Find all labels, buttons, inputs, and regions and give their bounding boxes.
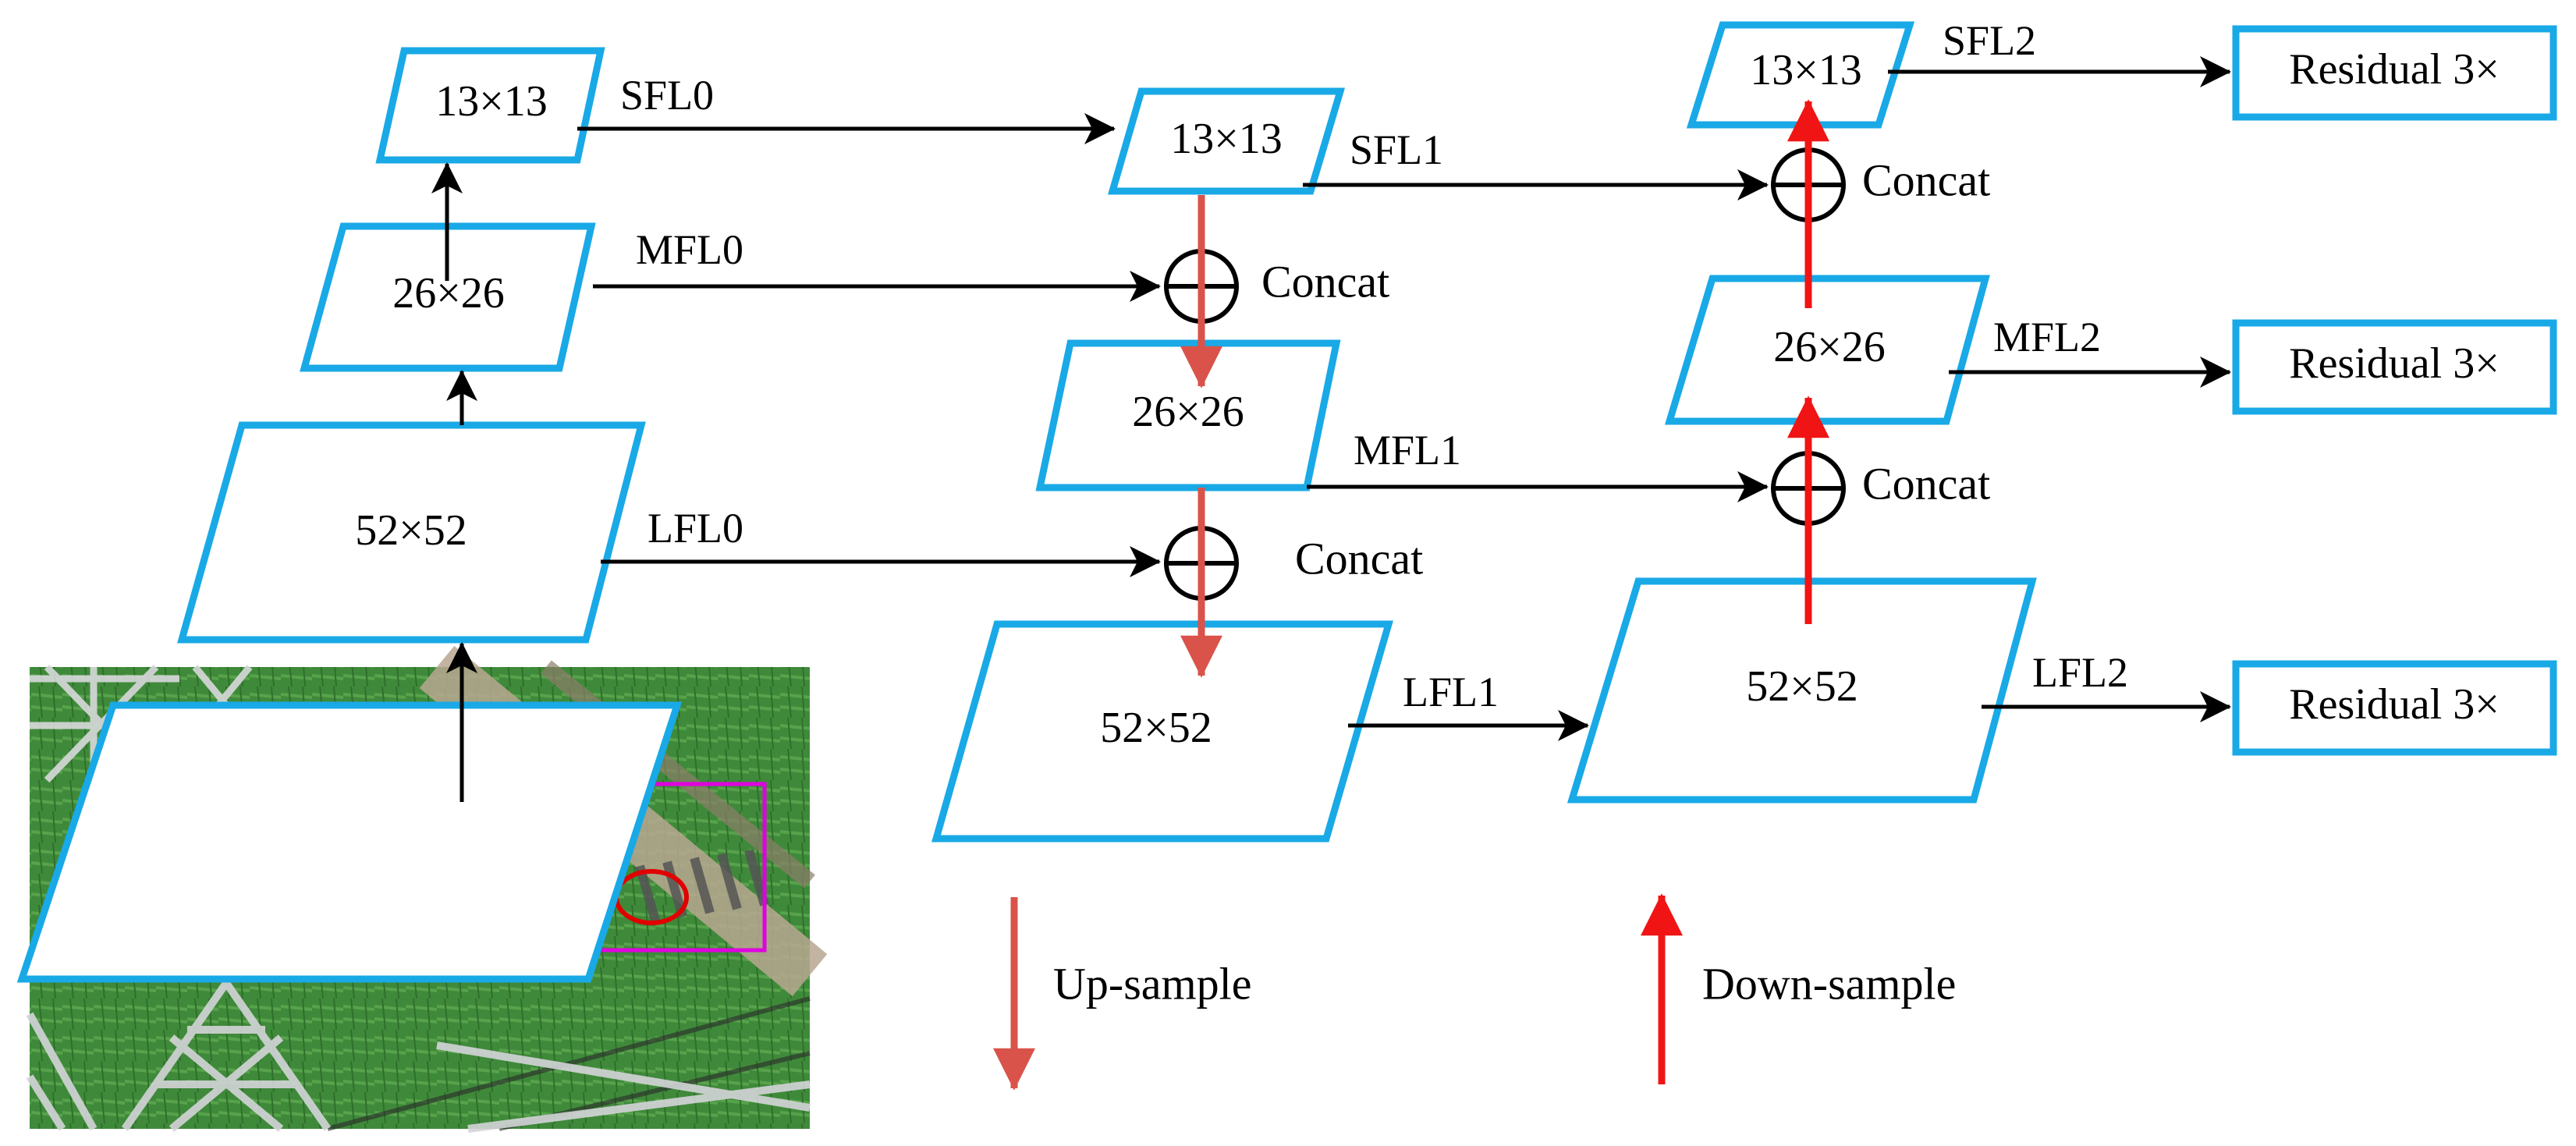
residual-box-2	[2232, 319, 2557, 415]
label-mfl2: MFL2	[1993, 314, 2101, 360]
residual-label-3: Residual 3×	[2289, 680, 2500, 729]
residual-box-3	[2232, 660, 2557, 756]
col1-box-52-label: 52×52	[1100, 704, 1212, 752]
residual-label-1: Residual 3×	[2289, 45, 2500, 94]
col1-concat-top-label: Concat	[1261, 256, 1389, 307]
col0-box-52	[177, 421, 646, 644]
col0-box-13	[375, 47, 605, 164]
label-mfl0: MFL0	[636, 226, 743, 273]
col0-box-52-label: 52×52	[355, 506, 467, 555]
legend-downsample-label: Down-sample	[1702, 958, 1956, 1009]
legend-upsample-label: Up-sample	[1053, 958, 1252, 1009]
label-sfl1: SFL1	[1350, 126, 1443, 173]
col0-box-13-label: 13×13	[435, 77, 548, 126]
col1-box-26-label: 26×26	[1132, 388, 1244, 436]
col2-box-13-label: 13×13	[1750, 46, 1862, 94]
col0-box-26	[300, 222, 596, 372]
residual-label-2: Residual 3×	[2289, 339, 2500, 388]
col1-concat-bottom-label: Concat	[1295, 533, 1423, 584]
label-mfl1: MFL1	[1354, 427, 1461, 474]
col2-box-52	[1567, 577, 2037, 804]
col2-box-52-label: 52×52	[1746, 662, 1858, 711]
legend: Up-sample Down-sample	[993, 893, 1956, 1091]
residual-box-1	[2232, 25, 2557, 121]
col2-box-26	[1664, 275, 1990, 425]
col2-concat-bottom-label: Concat	[1862, 458, 1990, 509]
label-lfl0: LFL0	[648, 505, 743, 552]
input-plane	[16, 701, 683, 983]
col2-box-26-label: 26×26	[1773, 323, 1886, 371]
label-lfl2: LFL2	[2032, 649, 2128, 696]
col2-box-13	[1686, 21, 1915, 129]
col1-box-52	[931, 620, 1393, 843]
col1-box-13	[1108, 87, 1346, 195]
label-sfl2: SFL2	[1943, 17, 2036, 64]
col2-concat-top-label: Concat	[1862, 154, 1990, 205]
col1-box-13-label: 13×13	[1170, 115, 1283, 163]
label-sfl0: SFL0	[620, 72, 714, 119]
label-lfl1: LFL1	[1403, 669, 1499, 715]
